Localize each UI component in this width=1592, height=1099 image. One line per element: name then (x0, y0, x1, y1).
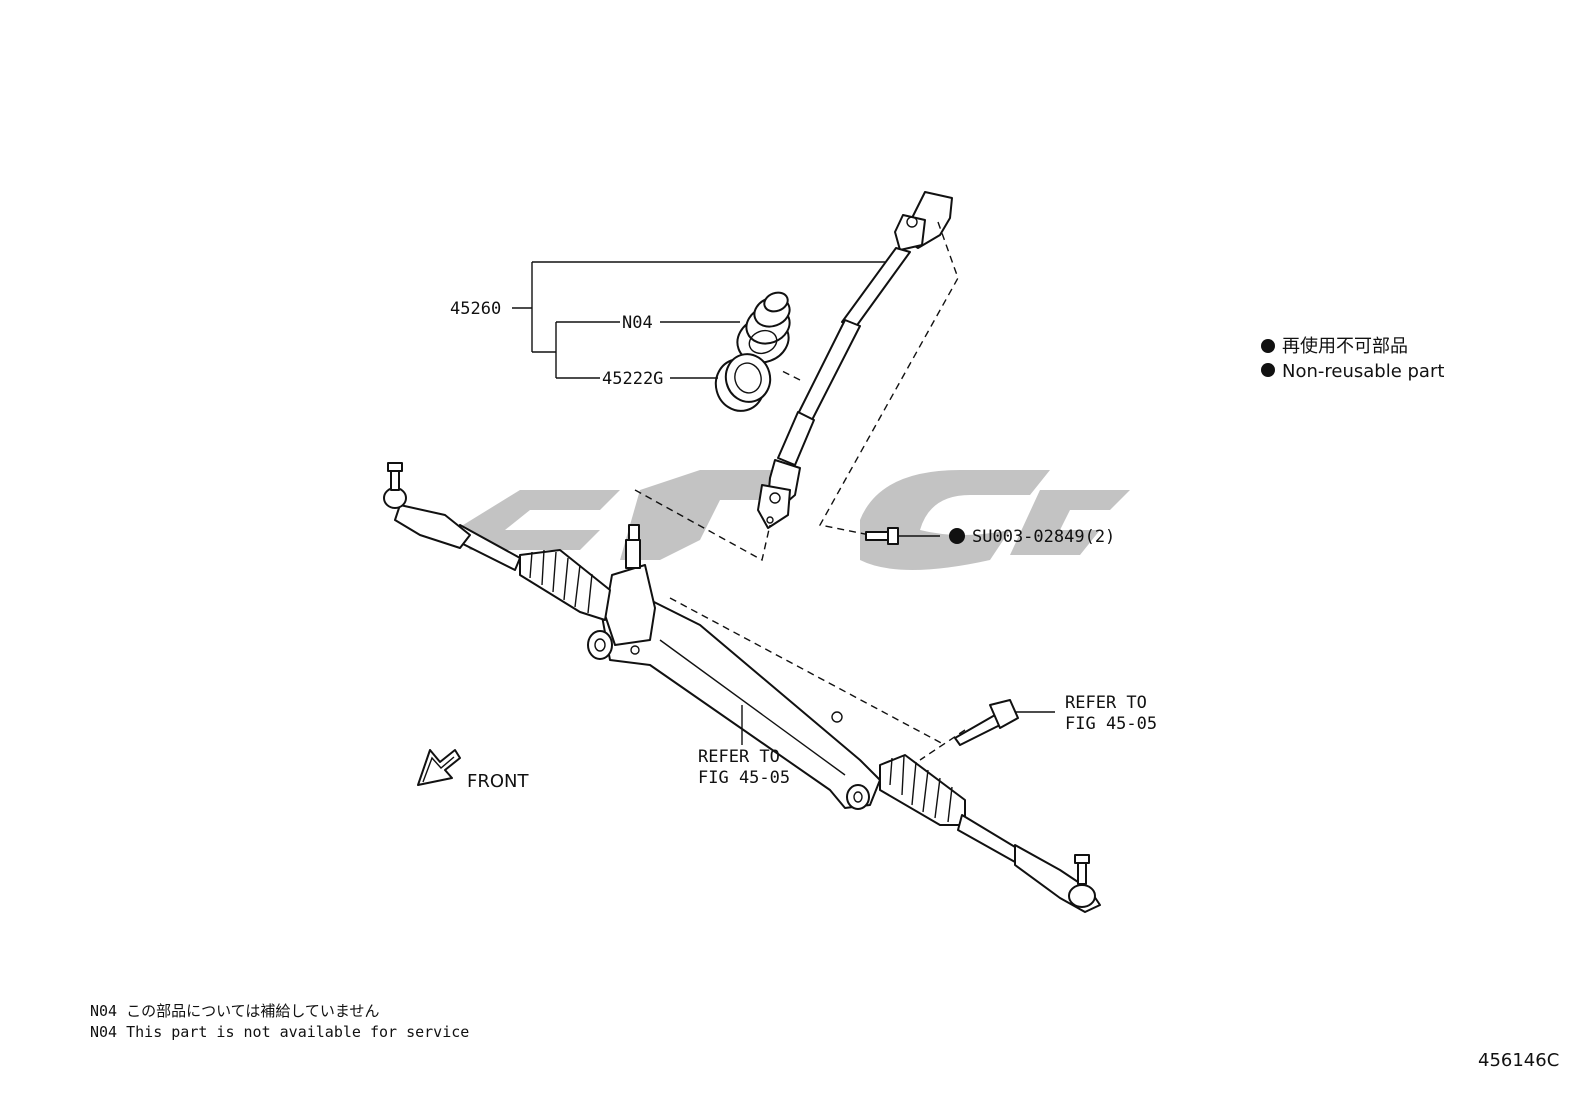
note-en: N04 This part is not available for servi… (90, 1023, 469, 1041)
figure-code: 456146C (1478, 1050, 1559, 1071)
left-tie-rod (383, 462, 521, 571)
label-n04: N04 (622, 313, 653, 333)
leader-lines (512, 261, 885, 745)
front-arrow-icon (417, 749, 461, 786)
steering-rack-housing (587, 524, 881, 810)
front-label: FRONT (467, 771, 529, 792)
mount-bolt (954, 699, 1055, 746)
non-reusable-bullet (949, 528, 965, 544)
legend-bullet-en (1261, 363, 1275, 377)
right-tie-rod (957, 814, 1101, 913)
label-45260: 45260 (450, 299, 501, 319)
label-bolt-su003: SU003-02849(2) (972, 527, 1115, 547)
note-jp: N04 この部品については補給していません (90, 1002, 379, 1020)
dust-boot-n04 (736, 291, 791, 364)
legend-en: Non-reusable part (1282, 361, 1444, 382)
joint-bolt (865, 527, 965, 545)
left-rack-boot (519, 549, 611, 621)
refer-lower-line1: REFER TO (698, 747, 780, 767)
dashed-guide-lines (634, 221, 966, 761)
intermediate-shaft (757, 191, 953, 529)
right-rack-boot (879, 754, 966, 826)
label-45222g: 45222G (602, 369, 663, 389)
seal-45222g (714, 353, 772, 412)
legend-jp: 再使用不可部品 (1282, 336, 1408, 357)
refer-lower-line2: FIG 45-05 (698, 768, 790, 788)
watermark-logo (455, 470, 1130, 570)
legend-bullet-jp (1261, 339, 1275, 353)
refer-upper-line2: FIG 45-05 (1065, 714, 1157, 734)
refer-upper-line1: REFER TO (1065, 693, 1147, 713)
